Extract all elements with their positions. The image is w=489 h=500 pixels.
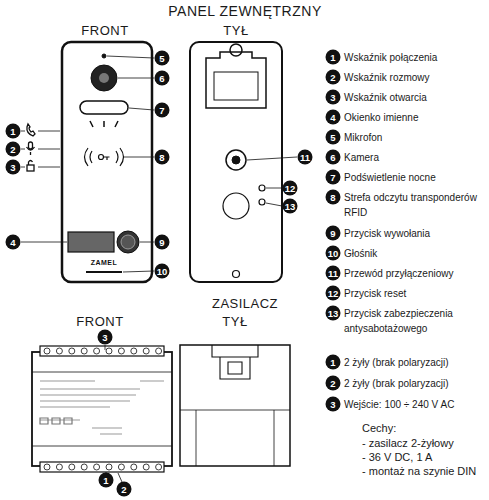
part-label: Przycisk wywołania	[344, 226, 488, 241]
part-label: Przewód przyłączeniowy	[344, 266, 488, 281]
callout-number: 2	[6, 142, 21, 157]
callout-number: 7	[155, 103, 170, 118]
name-window	[68, 232, 114, 252]
feature-note: - 36 V DC, 1 A	[362, 450, 432, 464]
night-light	[80, 101, 128, 114]
heading: TYŁ	[222, 314, 247, 329]
callout-number: 2	[326, 376, 341, 391]
part-label: Wejście: 100 ÷ 240 V AC	[344, 397, 488, 412]
fine-print	[40, 381, 164, 434]
reset-button	[259, 185, 265, 191]
power-supply-front	[32, 346, 172, 472]
call-button	[117, 231, 139, 253]
callout-number: 9	[155, 235, 170, 250]
part-label: Okienko imienne	[344, 110, 488, 125]
callout-number: 10	[326, 246, 341, 261]
callout-number: 3	[326, 397, 341, 412]
mount-bracket	[206, 52, 266, 108]
tamper-button	[259, 199, 265, 205]
title: PANEL ZEWNĘTRZNY	[168, 3, 321, 19]
heading: TYŁ	[223, 23, 248, 38]
callout-number: 5	[155, 51, 170, 66]
callout-number: 3	[6, 160, 21, 175]
callout-number: 2	[326, 70, 341, 85]
part-label: Strefa odczytu transponderów RFID	[344, 190, 488, 220]
callout-number: 1	[6, 124, 21, 139]
part-label: Mikrofon	[344, 130, 488, 145]
part-label: 2 żyły (brak polaryzacji)	[344, 376, 488, 391]
callout-number: 1	[99, 473, 114, 488]
panel-back	[190, 42, 282, 282]
callout-number: 10	[155, 264, 170, 279]
callout-number: 8	[326, 190, 341, 205]
callout-number: 12	[283, 181, 298, 196]
callout-number: 13	[326, 306, 341, 321]
speaker-grille	[86, 271, 122, 273]
callout-number: 8	[155, 150, 170, 165]
part-label: 2 żyły (brak polaryzacji)	[344, 355, 488, 370]
callout-number: 2	[117, 482, 132, 497]
callout-number: 12	[326, 286, 341, 301]
part-label: Przycisk reset	[344, 286, 488, 301]
callout-number: 4	[6, 235, 21, 250]
callout-number: 4	[326, 110, 341, 125]
indicator-icons	[27, 124, 61, 171]
callout-number: 1	[326, 355, 341, 370]
heading: ZASILACZ	[212, 296, 278, 311]
callout-number: 6	[155, 71, 170, 86]
part-label: Wskaźnik połączenia	[344, 50, 488, 65]
part-label: Podświetlenie nocne	[344, 170, 488, 185]
part-label: Przycisk zabezpieczenia antysabotażowego	[344, 306, 488, 336]
part-label: Wskaźnik rozmowy	[344, 70, 488, 85]
callout-number: 1	[326, 50, 341, 65]
callout-number: 3	[98, 330, 113, 345]
heading: FRONT	[76, 314, 123, 329]
power-supply-back	[180, 345, 290, 466]
callout-number: 6	[326, 150, 341, 165]
callout-number: 7	[326, 170, 341, 185]
callout-number: 13	[283, 199, 298, 214]
part-label: Głośnik	[344, 246, 488, 261]
leader-lines	[21, 56, 297, 272]
part-label: Wskaźnik otwarcia	[344, 90, 488, 105]
feature-note: - zasilacz 2-żyłowy	[362, 436, 454, 450]
feature-note: - montaż na szynie DIN	[362, 464, 476, 478]
callout-number: 5	[326, 130, 341, 145]
part-label: Kamera	[344, 150, 488, 165]
heading: FRONT	[81, 23, 128, 38]
brand-logo: ZAMEL	[91, 259, 118, 266]
callout-number: 9	[326, 226, 341, 241]
camera	[91, 65, 117, 91]
leader-lines	[105, 345, 122, 482]
callout-number: 3	[326, 90, 341, 105]
callout-number: 11	[298, 150, 313, 165]
rfid-symbol	[85, 148, 124, 166]
microphone	[102, 54, 106, 58]
callout-number: 11	[326, 266, 341, 281]
cable	[226, 150, 246, 170]
feature-note: Cechy:	[362, 421, 396, 435]
